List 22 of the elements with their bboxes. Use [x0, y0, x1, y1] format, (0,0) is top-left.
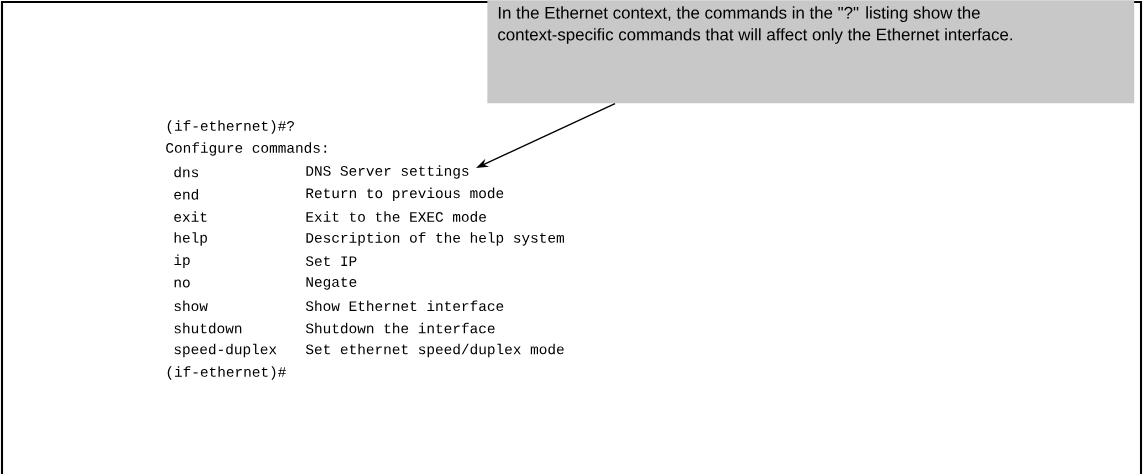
command-prompt: (if-ethernet)#	[167, 366, 286, 380]
command-name: ip	[174, 254, 190, 268]
command-description: Set IP	[305, 256, 357, 267]
command-name: shutdown	[174, 322, 242, 334]
command-description: Description of the help system	[306, 232, 564, 246]
command-name: help	[174, 232, 207, 246]
listing-heading: Configure commands:	[166, 142, 327, 156]
command-description: Return to previous mode	[306, 187, 504, 202]
command-description: Shutdown the interface	[305, 322, 495, 334]
command-name: exit	[174, 211, 207, 222]
command-name: end	[174, 189, 199, 200]
command-description: Exit to the EXEC mode	[306, 211, 486, 222]
command-name: no	[174, 279, 190, 288]
command-description: DNS Server settings	[306, 165, 469, 179]
command-name: show	[174, 300, 208, 312]
command-name: dns	[174, 166, 199, 178]
command-description: Show Ethernet interface	[305, 300, 504, 312]
command-description: Set ethernet speed/duplex mode	[305, 343, 564, 358]
command-prompt: (if-ethernet)#?	[167, 120, 294, 134]
callout-box: In the Ethernet context, the commands in the "?" listing show the context-specific commands that will affect only the Ethernet interface.	[487, 0, 1135, 104]
command-description: Negate	[306, 277, 357, 290]
command-name: speed-duplex	[174, 343, 277, 358]
